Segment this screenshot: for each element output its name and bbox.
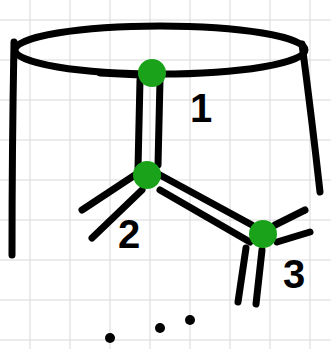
callout-number: 3 (283, 254, 305, 294)
continuation-dots (105, 315, 195, 343)
pipe-wall (138, 80, 140, 168)
pipe-wall (256, 250, 262, 304)
vessel-wall (302, 44, 320, 192)
pipe-wall (160, 190, 250, 242)
pipe-wall (277, 232, 310, 242)
pipe-wall (238, 248, 246, 302)
pipe-stub (100, 73, 140, 75)
callout-number: 2 (118, 214, 140, 254)
vessel-wall (12, 42, 14, 255)
junction-dot (139, 60, 165, 86)
callout-number: 1 (190, 88, 212, 128)
junction-dots (134, 60, 276, 247)
junction-dot (250, 221, 276, 247)
junction-dot (134, 162, 160, 188)
pipe-wall (158, 80, 160, 165)
pipe-wall (275, 210, 305, 225)
